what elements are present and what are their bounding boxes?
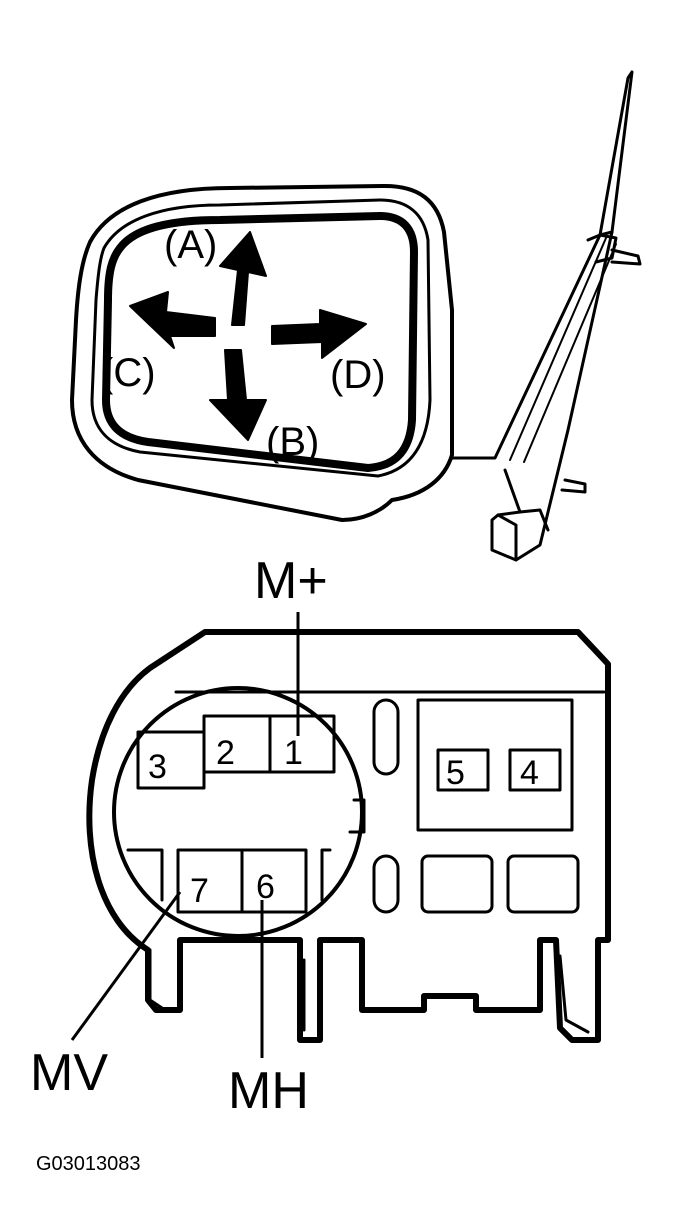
mirror-mount-arm bbox=[450, 70, 642, 562]
pin-number-7: 7 bbox=[190, 872, 209, 910]
pin-number-4: 4 bbox=[520, 754, 539, 792]
cavity-left bbox=[420, 854, 494, 914]
pin-number-2: 2 bbox=[216, 734, 235, 772]
pin-number-3: 3 bbox=[148, 748, 167, 786]
pin-cell-5 bbox=[436, 748, 490, 792]
arrow-down-icon bbox=[209, 349, 267, 441]
adjust-arrows bbox=[129, 231, 367, 441]
direction-label-b: (B) bbox=[266, 420, 319, 464]
pin-cell-6 bbox=[240, 848, 308, 914]
pin-zoom-circle bbox=[112, 686, 364, 938]
mirror-housing bbox=[70, 184, 454, 522]
pin-cell-7 bbox=[176, 848, 244, 914]
slot-lower bbox=[372, 854, 400, 914]
pin-housing-right bbox=[416, 698, 574, 832]
arrow-right-icon bbox=[271, 309, 367, 359]
callout-mh: MH bbox=[228, 1062, 309, 1120]
pin-number-1: 1 bbox=[284, 734, 303, 772]
callout-mv: MV bbox=[30, 1044, 108, 1102]
arrow-left-icon bbox=[129, 291, 216, 349]
leader-mv bbox=[70, 891, 182, 1041]
leader-lines bbox=[70, 612, 300, 1058]
connector bbox=[86, 629, 611, 1043]
pin-cell-1 bbox=[268, 714, 336, 774]
figure-code: G03013083 bbox=[36, 1153, 141, 1175]
connector-body bbox=[86, 629, 611, 1043]
direction-label-c: (C) bbox=[100, 351, 156, 395]
mirror-glass bbox=[102, 212, 418, 472]
mirror-assembly bbox=[70, 70, 642, 562]
callout-m-plus: M+ bbox=[254, 552, 328, 610]
slot-upper bbox=[372, 698, 400, 776]
direction-label-d: (D) bbox=[330, 353, 386, 397]
pin-cell-2 bbox=[202, 714, 272, 774]
direction-label-a: (A) bbox=[164, 223, 217, 267]
pin-number-6: 6 bbox=[256, 868, 275, 906]
pin-number-5: 5 bbox=[446, 754, 465, 792]
arrow-up-icon bbox=[219, 231, 267, 326]
cavity-right bbox=[506, 854, 580, 914]
pin-cell-4 bbox=[508, 748, 562, 792]
